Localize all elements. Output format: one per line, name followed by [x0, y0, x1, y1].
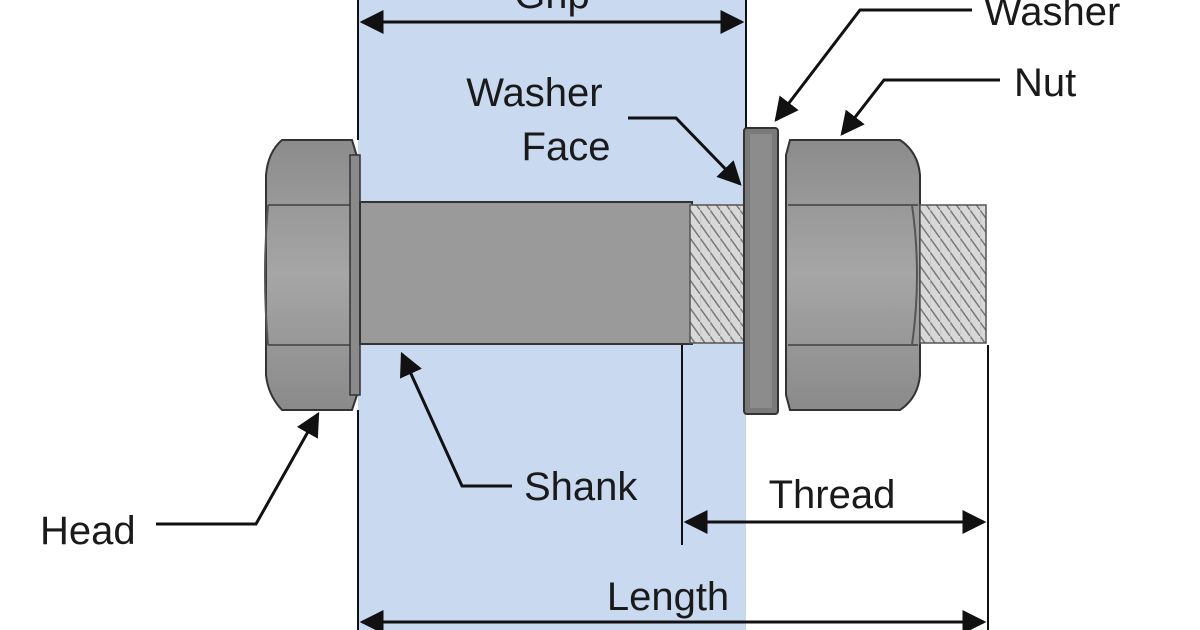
washer-leader [774, 8, 972, 122]
bolt-thread-end [919, 204, 987, 344]
head-leader [156, 411, 320, 526]
grip-label: Grip [514, 0, 590, 17]
shank-leader [400, 351, 512, 488]
nut [785, 139, 921, 411]
washer-face-leader [628, 116, 742, 186]
bolt-head [264, 139, 361, 411]
shank-label: Shank [524, 465, 638, 509]
bolt-shank [359, 201, 693, 345]
washer-face-label-line-2: Face [522, 125, 611, 169]
washer-face-label: Washer Face [466, 71, 613, 169]
length-label: Length [607, 575, 729, 619]
thread-label: Thread [769, 473, 896, 517]
nut-leader [840, 78, 1000, 136]
nut-label: Nut [1014, 61, 1076, 105]
washer-face-label-line-1: Washer [466, 71, 602, 115]
head-label: Head [40, 509, 136, 553]
bolt-thread-inner [689, 204, 745, 344]
washer-label: Washer [984, 0, 1120, 34]
